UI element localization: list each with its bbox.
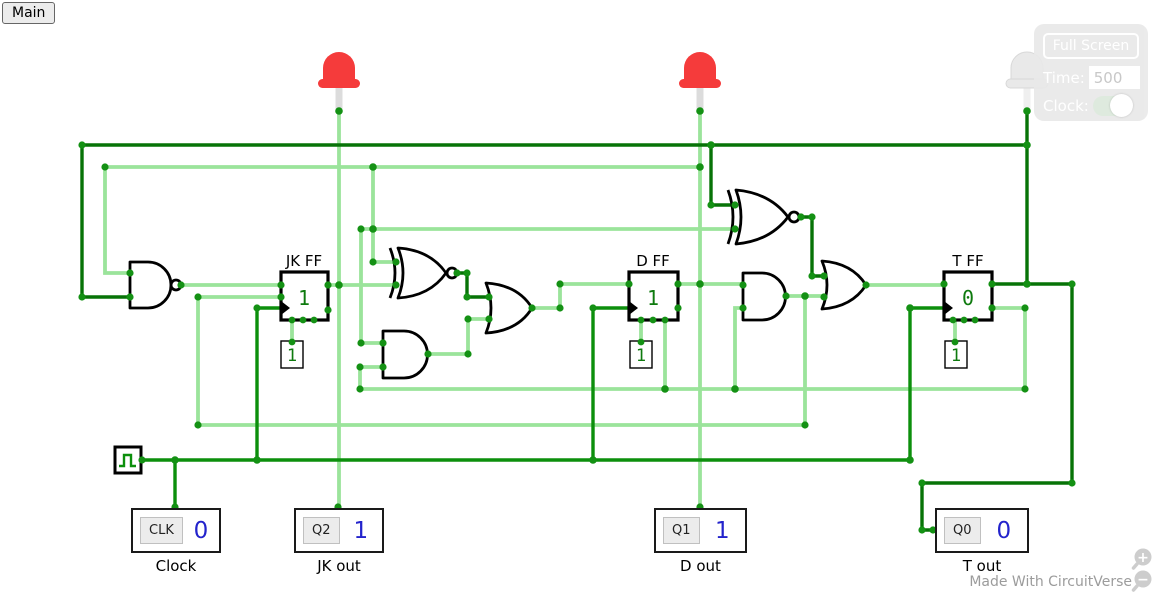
led-jk-output[interactable] <box>318 52 360 109</box>
node-dots <box>78 107 1076 534</box>
clock-notch-icon <box>944 301 953 315</box>
output-chip: Q0 <box>944 517 981 544</box>
d-flip-flop[interactable]: D FF 1 <box>627 252 680 322</box>
and-gate-1[interactable] <box>381 329 429 380</box>
zoom-out-icon: − <box>1137 572 1149 588</box>
output-value: 0 <box>193 517 209 544</box>
d-ff-label: D FF <box>636 252 670 270</box>
output-label: T out <box>962 557 1002 575</box>
wires-state-0 <box>80 111 1074 532</box>
clock-notch-icon <box>629 301 638 315</box>
zoom-out-button[interactable]: − <box>1131 570 1152 592</box>
output-display-clock[interactable]: CLK 0 Clock <box>131 508 221 575</box>
properties-panel: Full Screen Time: 500 Clock: <box>1034 24 1148 121</box>
and-gate-2[interactable] <box>741 271 787 322</box>
time-label: Time: <box>1043 68 1085 87</box>
zoom-in-icon: + <box>1137 550 1149 566</box>
jk-ff-label: JK FF <box>285 252 322 270</box>
clock-source[interactable] <box>113 445 143 475</box>
square-wave-icon <box>119 453 136 468</box>
clock-label: Clock: <box>1043 97 1089 115</box>
clock-toggle[interactable] <box>1092 94 1133 117</box>
output-label: JK out <box>317 557 361 575</box>
t-ff-value: 0 <box>962 286 974 310</box>
magnifier-handle-icon <box>1131 584 1139 592</box>
credit-text: Made With CircuitVerse <box>969 574 1132 590</box>
magnifier-handle-icon <box>1131 562 1139 570</box>
output-value: 1 <box>714 517 730 544</box>
xnor-gate-1[interactable] <box>388 246 459 300</box>
full-screen-button[interactable]: Full Screen <box>1043 33 1139 59</box>
output-display-d[interactable]: Q1 1 D out <box>654 508 747 575</box>
wires-state-1 <box>103 111 1027 510</box>
output-label: D out <box>680 557 721 575</box>
wires-clock <box>140 306 946 510</box>
output-display-jk[interactable]: Q2 1 JK out <box>294 508 384 575</box>
svg-text:1: 1 <box>636 346 646 366</box>
output-display-t[interactable]: Q0 0 T out <box>935 508 1029 575</box>
output-chip: CLK <box>140 517 183 544</box>
clock-notch-icon <box>281 301 290 315</box>
nand-gate[interactable] <box>128 260 183 310</box>
led-d-output[interactable] <box>679 52 721 109</box>
output-label: Clock <box>155 557 197 575</box>
jk-flip-flop[interactable]: JK FF 1 <box>279 252 330 322</box>
output-chip: Q1 <box>663 517 700 544</box>
or-gate-2[interactable] <box>820 259 868 311</box>
d-ff-value: 1 <box>647 286 659 310</box>
toggle-knob-icon <box>1109 94 1133 117</box>
t-ff-label: T FF <box>951 252 983 270</box>
output-value: 1 <box>353 517 369 544</box>
output-value: 0 <box>996 517 1012 544</box>
jk-ff-value: 1 <box>298 286 310 310</box>
t-flip-flop[interactable]: T FF 0 <box>942 252 994 322</box>
time-input[interactable]: 500 <box>1088 66 1140 89</box>
or-gate-1[interactable] <box>484 281 534 335</box>
xnor-gate-2[interactable] <box>726 188 801 246</box>
zoom-in-button[interactable]: + <box>1131 548 1152 570</box>
tab-main[interactable]: Main <box>2 2 56 24</box>
svg-text:1: 1 <box>287 346 297 366</box>
output-chip: Q2 <box>303 517 340 544</box>
svg-text:1: 1 <box>951 346 961 366</box>
